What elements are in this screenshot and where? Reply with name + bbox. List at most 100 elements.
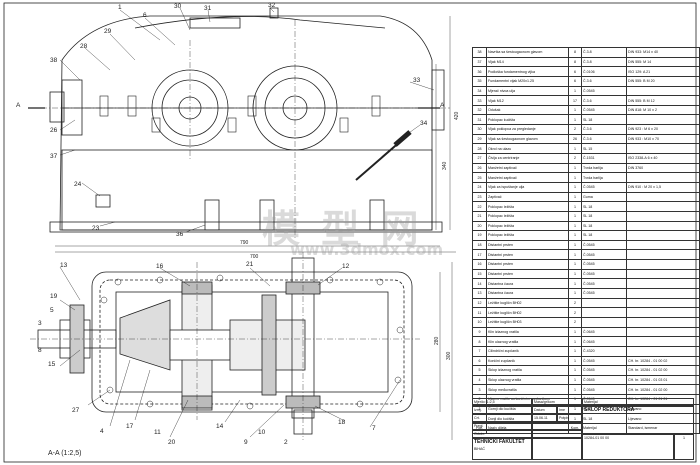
bom-cell-qty: 2 (568, 316, 582, 328)
bom-cell-name: Zaptivač (486, 191, 569, 203)
title-block: Mjerilo: 1:2,5 Masa/gr/kom Materijal Izm… (472, 398, 694, 460)
bom-cell-note (626, 268, 700, 280)
bom-cell-qty: 1 (568, 326, 582, 338)
bom-cell-name: Mjerač nivoa ulja (486, 85, 569, 97)
bom-cell-note: DIN 555: B M 20 (626, 75, 700, 87)
base-foot (49, 221, 443, 233)
bom-cell-name: Distantni prsten (486, 259, 569, 270)
bom-cell-pos: 3 (472, 384, 487, 396)
bom-cell-name: Vijak za ispuštanje ulja (486, 181, 569, 193)
callout: 31 (204, 5, 212, 12)
bom-cell-name: Distantna čaura (486, 278, 569, 289)
bom-cell-pos: 5 (472, 365, 487, 376)
svg-text:A: A (16, 102, 21, 109)
bom-cell-qty: 17 (568, 95, 582, 106)
svg-text:21: 21 (246, 261, 254, 268)
bom-cell-name: Sklop izlaznog vratila (486, 365, 569, 376)
bom-cell-name: Distantni prsten (486, 268, 569, 280)
bom-cell-note (626, 345, 700, 357)
bom-cell-note: DIN 923 : M 6 x 20 (626, 124, 700, 135)
callout: 1 (118, 4, 122, 11)
bom-cell-pos: 24 (472, 181, 487, 193)
bom-cell-name: Vijak M14 (486, 56, 569, 68)
bom-cell-mat: Guma (581, 191, 627, 203)
bom-cell-mat: Č.0645 (581, 326, 627, 338)
bom-cell-mat: Č.3.6 (581, 133, 627, 145)
svg-text:8: 8 (38, 347, 42, 354)
bom-cell-note (626, 326, 700, 338)
bom-cell-note (626, 288, 700, 299)
bom-cell-note (626, 249, 700, 261)
bom-cell-pos: 23 (472, 191, 487, 203)
bom-cell-mat: Č.0545 (581, 239, 627, 251)
bom-cell-note (626, 278, 700, 289)
svg-text:9: 9 (244, 439, 248, 446)
bom-cell-qty: 1 (568, 288, 582, 299)
bom-cell-qty: 1 (568, 191, 582, 203)
bom-cell-name: Poklopac ležišta (486, 201, 569, 212)
drain-plug (95, 194, 111, 208)
drawn-date: 15.06.11 (532, 414, 557, 422)
watermark-url: www.3dmox.com (290, 240, 444, 259)
bom-cell-name: Manžetni zaptivač (486, 172, 569, 183)
svg-text:280: 280 (434, 336, 440, 345)
bom-cell-pos: 17 (472, 249, 487, 261)
callout: 23 (92, 225, 100, 232)
bom-cell-note (626, 220, 700, 232)
bom-cell-qty: 2 (568, 307, 582, 318)
bom-cell-qty: 1 (568, 384, 582, 396)
bom-cell-qty: 6 (568, 75, 582, 87)
input-shaft-end (49, 91, 65, 123)
bom-cell-name: Poklopac kućišta (486, 114, 569, 126)
lid-top (134, 16, 386, 29)
drawn-label: Crt. (472, 414, 532, 422)
foundation-bolt-3 (369, 199, 385, 231)
left-cover (61, 79, 83, 136)
scale-label: Mjerilo: 1:2,5 (472, 398, 532, 406)
bom-cell-qty: 1 (568, 355, 582, 367)
bom-cell-qty: 1 (568, 220, 582, 232)
callout: 6 (143, 12, 147, 19)
breather (269, 7, 279, 19)
checked-label: Pregl. (472, 422, 532, 430)
bom-cell-qty: 1 (568, 181, 582, 193)
callout: 36 (176, 231, 184, 238)
bom-cell-mat: Č.0545 (581, 104, 627, 116)
bom-cell-mat: Č.0545 (581, 384, 627, 396)
mass-label: Masa/gr/kom (532, 398, 582, 406)
bom-cell-pos: 13 (472, 288, 487, 299)
bom-cell-name: Klin ulaznog vratila (486, 336, 569, 347)
signature-label: Potpis (557, 414, 582, 422)
svg-text:A: A (440, 102, 445, 109)
bom-cell-qty: 1 (568, 345, 582, 357)
bom-cell-mat: Tvrda harlija (581, 172, 627, 183)
faculty-cell: TEHNIČKI FAKULTET BIHAĆ (472, 438, 532, 460)
bom-cell-name: Ležište kugličn BH03 (486, 316, 569, 328)
bom-cell-qty: 1 (568, 278, 582, 289)
svg-text:340: 340 (442, 161, 448, 170)
bom-cell-mat: Č.0106 (581, 66, 627, 77)
approved-label: Odobr. (472, 430, 532, 438)
bom-cell-pos: 35 (472, 75, 487, 87)
bom-cell-mat: Č.0545 (581, 278, 627, 289)
bom-cell-mat: Č.0545 (581, 181, 627, 193)
bom-cell-qty: 1 (568, 143, 582, 155)
lower-housing (61, 149, 433, 231)
bom-cell-name: Sklop međuvratila (486, 384, 569, 396)
bom-cell-pos: 26 (472, 162, 487, 174)
svg-text:13: 13 (60, 262, 68, 269)
